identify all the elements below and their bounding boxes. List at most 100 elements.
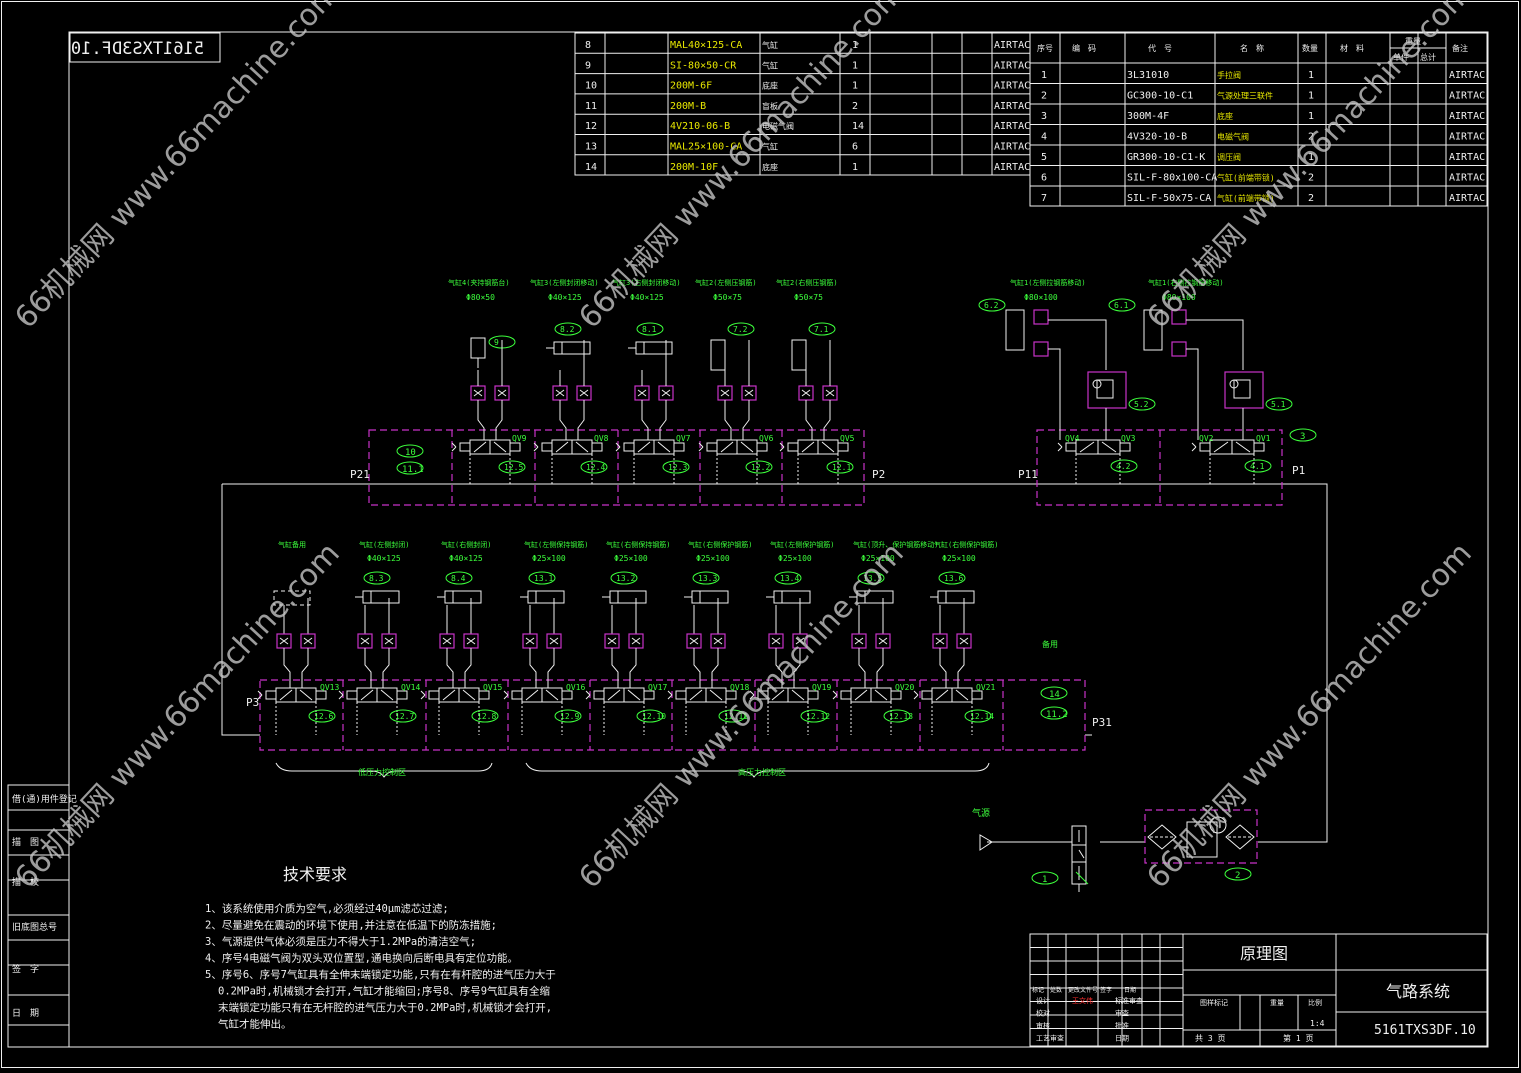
block-tag-11-1: 11.1: [402, 465, 424, 475]
cylinder-tag: 13.1: [534, 574, 553, 583]
ptl-code: 200M-6F: [670, 81, 712, 92]
cylinder-label: 气缸4(夹持钢筋台): [448, 278, 510, 287]
sheets-total: 共 3 页: [1195, 1034, 1225, 1043]
sheet-number: 第 1 页: [1283, 1033, 1313, 1043]
side-panel-label: 日 期: [12, 1008, 39, 1019]
stage-label: 图样标记: [1200, 998, 1228, 1007]
valve-id: QV19: [812, 683, 831, 692]
spare-label: 备用: [1042, 639, 1058, 649]
ptr-code: GR300-10-C1-K: [1127, 152, 1205, 163]
ptl-name: 气缸: [762, 142, 778, 152]
ptl-name: 底座: [762, 81, 778, 91]
ptl-code: 4V210-06-B: [670, 121, 730, 132]
cylinder-tag: 13.6: [944, 574, 963, 583]
cylinder-tag: 8.3: [369, 574, 384, 583]
ptl-note: AIRTAC: [994, 60, 1030, 71]
valve-id: QV17: [648, 683, 667, 692]
ptr-no: 4: [1041, 132, 1047, 143]
title-role: 设计: [1036, 996, 1050, 1005]
ptl-no: 9: [585, 60, 591, 71]
cylinder-size: Φ40×125: [548, 293, 582, 302]
cylinder-size: Φ25×100: [861, 554, 895, 563]
title-role2: 批准: [1115, 1021, 1129, 1030]
cylinder-tag: 6.2: [984, 301, 999, 310]
ptr-code: 4V320-10-B: [1127, 132, 1187, 143]
ptl-no: 10: [585, 81, 597, 92]
ptr-weight-label: 重量: [1405, 36, 1421, 46]
port-p11: P11: [1018, 468, 1038, 481]
cylinder-label: 气缸(右侧保持钢筋): [606, 540, 670, 549]
lower-block-tags: 14 11.2 备用: [1040, 639, 1068, 720]
valve-tag: 12.7: [395, 712, 414, 721]
ptl-no: 12: [585, 121, 597, 132]
cylinder-label: 气缸3(左侧封闭移动): [530, 278, 599, 287]
ptl-qty: 1: [852, 60, 858, 71]
low-pressure-label: 低压力控制区: [358, 767, 406, 777]
valve-id: QV8: [594, 434, 609, 443]
diagram-name: 原理图: [1240, 944, 1288, 963]
cylinder-label: 气缸2(右侧压钢筋): [776, 278, 838, 287]
valve-tag: 12.14: [970, 712, 994, 721]
cylinder-tag: 8.1: [642, 325, 657, 334]
cylinder-tag: 8.2: [560, 325, 575, 334]
title-role: 审核: [1036, 1021, 1050, 1030]
valve-tag: 12.13: [889, 712, 913, 721]
cylinder-size: Φ40×125: [449, 554, 483, 563]
watermark-5: 66机械网 www.66machine.com: [572, 536, 911, 895]
cylinder-label: 气缸3(右侧封闭移动): [612, 278, 681, 287]
valve-id: QV6: [759, 434, 774, 443]
ptl-note: AIRTAC: [994, 81, 1030, 92]
title-row1-cell: 标记: [1032, 986, 1044, 994]
ptr-qty: 1: [1308, 152, 1314, 163]
block-tag-10: 10: [405, 448, 416, 458]
valve-id: QV15: [483, 683, 502, 692]
tech-title: 技术要求: [283, 865, 347, 884]
regulator-tag: 5.1: [1271, 400, 1286, 409]
right-valve-id: QV1: [1256, 434, 1271, 443]
ptl-note: AIRTAC: [994, 142, 1030, 153]
valve-id: QV7: [676, 434, 691, 443]
drawing-frame: [68, 31, 1489, 1048]
cylinder-label: 气缸(右侧保护钢筋): [688, 540, 752, 549]
source-tag-1: 1: [1042, 875, 1047, 885]
ptr-no: 1: [1041, 70, 1047, 81]
ptr-name: 气源处理三联件: [1217, 91, 1273, 101]
port-p2: P2: [872, 468, 885, 481]
title-role: 工艺审查: [1036, 1034, 1064, 1043]
ptr-header-cell: 序号: [1037, 43, 1053, 53]
cylinder-label: 气缸(左侧保护钢筋): [770, 540, 834, 549]
tech-line: 0.2MPa时,机械锁才会打开,气缸才能缩回;序号8、序号9气缸具有全缩: [218, 985, 550, 998]
upper-block-tags: 10 11.1: [396, 444, 424, 475]
ptr-name: 底座: [1217, 111, 1233, 121]
title-row1-cell: 更改文件号: [1068, 986, 1098, 994]
ptl-no: 8: [585, 40, 591, 51]
valve-tag: 12.5: [504, 463, 523, 472]
cylinder-label: 气缸(右侧封闭): [441, 540, 491, 549]
scale-value: 1:4: [1310, 1019, 1325, 1028]
ptr-name: 气缸(前端带锁): [1217, 193, 1275, 203]
ptr-header-cell: 单件: [1393, 52, 1409, 62]
tag-3: 3: [1300, 432, 1305, 442]
cylinder-tag: 7.1: [814, 325, 829, 334]
ptl-qty: 1: [852, 81, 858, 92]
cylinder-label: 气缸2(左侧压钢筋): [695, 278, 757, 287]
cylinder-tag: 9: [494, 338, 499, 347]
cylinder-size: Φ50×75: [794, 293, 823, 302]
cylinder-size: Φ50×75: [713, 293, 742, 302]
tech-line: 气缸才能伸出。: [218, 1018, 292, 1031]
ptr-no: 5: [1041, 152, 1047, 163]
cylinder-tag: 7.2: [733, 325, 748, 334]
valve-tag: 12.3: [668, 463, 687, 472]
valve-tag: 12.9: [560, 712, 579, 721]
cylinder-label: 气缸(右侧保护钢筋): [934, 540, 998, 549]
